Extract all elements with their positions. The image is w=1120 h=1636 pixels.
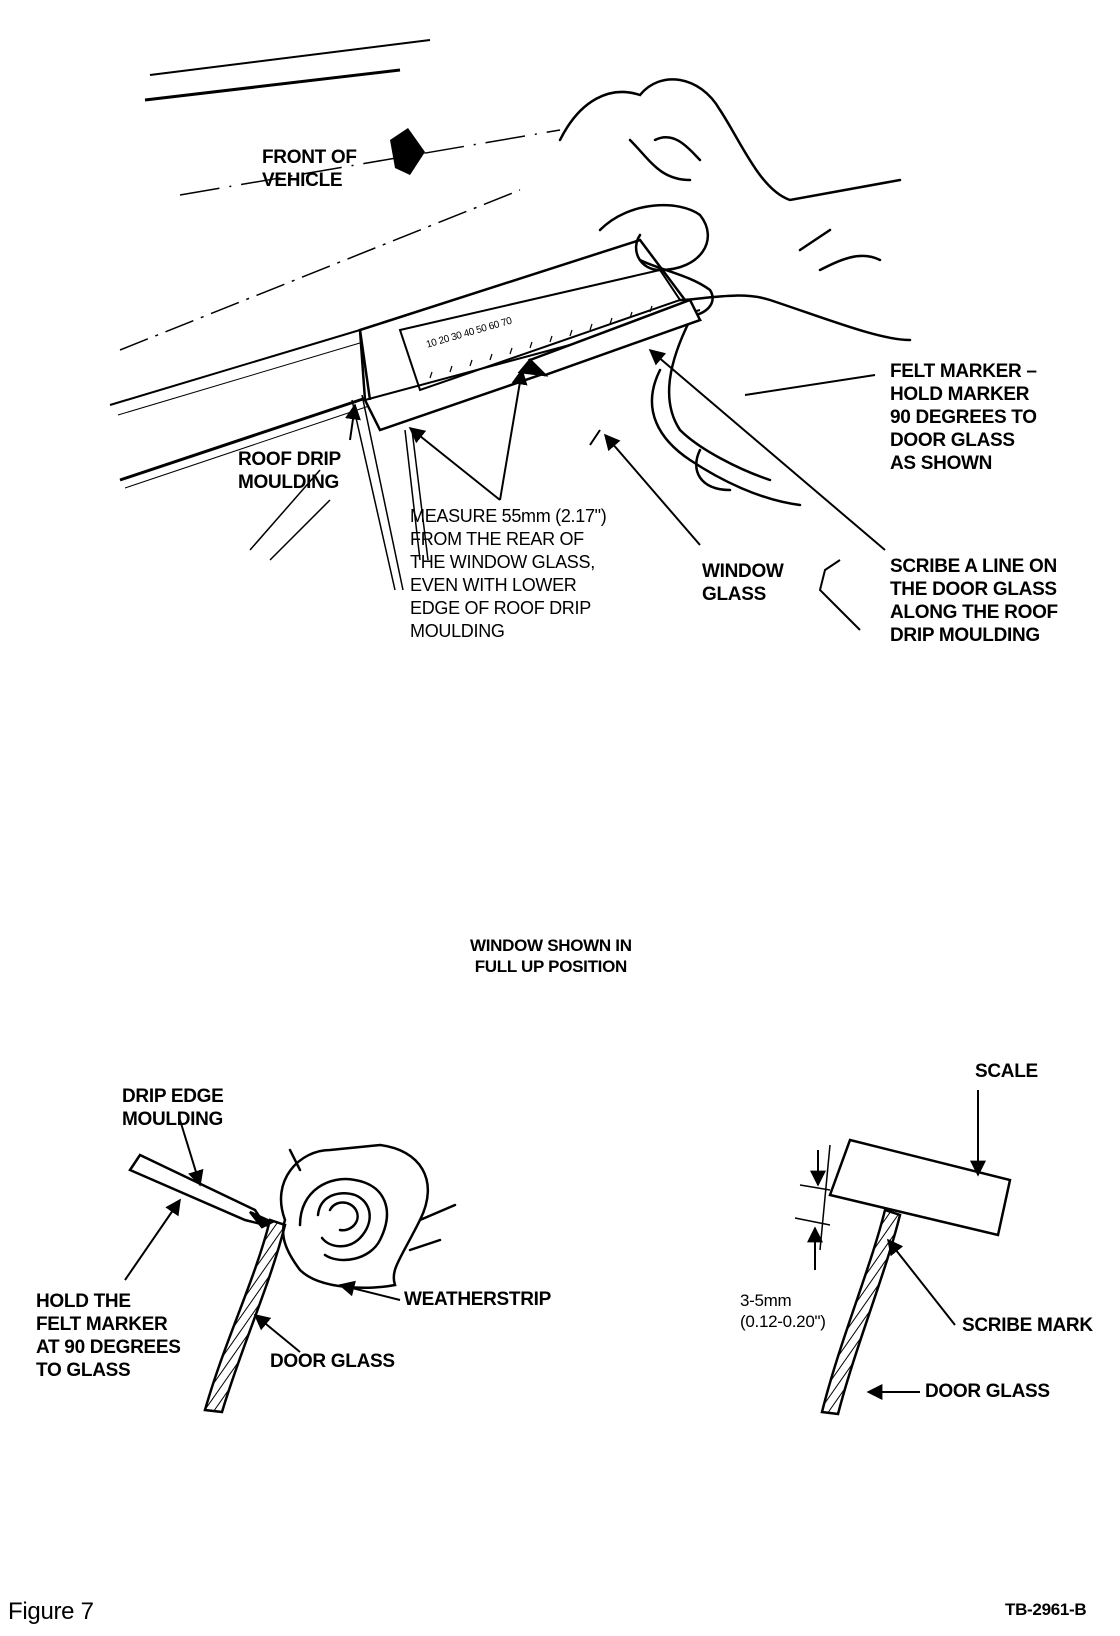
front-arrow-icon [390, 128, 425, 175]
scribe-line-label: SCRIBE A LINE ON THE DOOR GLASS ALONG TH… [890, 556, 1058, 646]
document-code: TB-2961-B [1005, 1600, 1087, 1619]
scribe-mark-label: SCRIBE MARK [962, 1315, 1093, 1336]
left-leader-lines [124, 1119, 401, 1353]
weatherstrip-label: WEATHERSTRIP [404, 1289, 551, 1310]
roof-drip-moulding-shape [109, 329, 376, 489]
figure-number: Figure 7 [8, 1598, 94, 1625]
left-detail-artwork [128, 1143, 457, 1414]
roof-drip-moulding-label: ROOF DRIP MOULDING [238, 449, 341, 493]
felt-marker-tool [517, 298, 702, 377]
felt-marker-label: FELT MARKER – HOLD MARKER 90 DEGREES TO … [890, 361, 1037, 474]
window-glass-edges [249, 394, 429, 591]
dimension-label: 3-5mm (0.12-0.20") [740, 1291, 826, 1331]
right-leader-lines [807, 1090, 986, 1400]
right-detail-artwork [794, 1138, 1012, 1416]
scale-ticks [429, 305, 653, 379]
drip-edge-label: DRIP EDGE MOULDING [122, 1086, 224, 1130]
top-leader-lines [345, 348, 886, 631]
door-glass-right-label: DOOR GLASS [925, 1381, 1050, 1402]
window-glass-label: WINDOW GLASS [702, 561, 784, 605]
scale-label: SCALE [975, 1061, 1038, 1082]
roof-lines [119, 39, 561, 351]
front-of-vehicle-label: FRONT OF VEHICLE [262, 147, 357, 191]
measure-note-label: MEASURE 55mm (2.17") FROM THE REAR OF TH… [410, 506, 607, 641]
window-position-caption: WINDOW SHOWN IN FULL UP POSITION [470, 936, 632, 976]
door-glass-left-label: DOOR GLASS [270, 1351, 395, 1372]
hold-marker-label: HOLD THE FELT MARKER AT 90 DEGREES TO GL… [36, 1291, 181, 1381]
